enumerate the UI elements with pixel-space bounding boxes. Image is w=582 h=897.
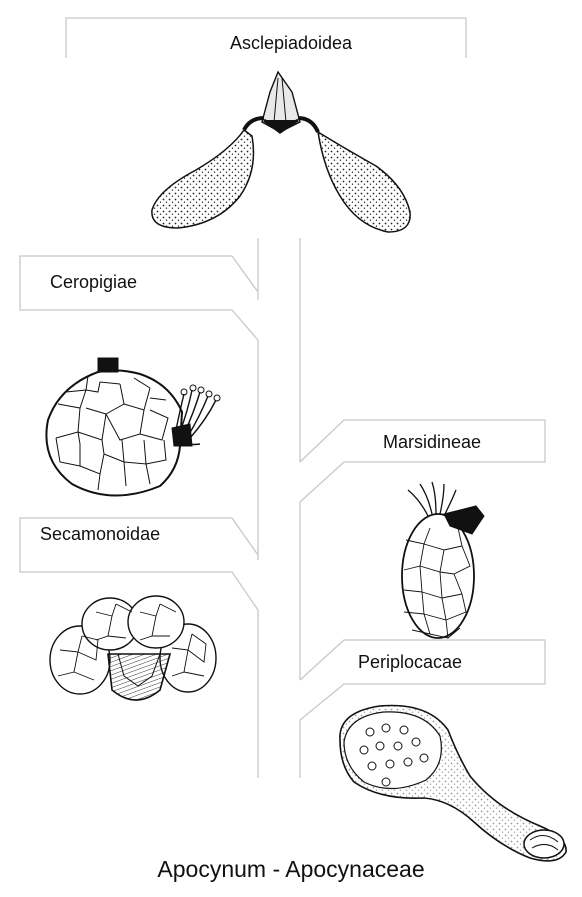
- secamonoidae-slant: [232, 518, 258, 555]
- secamonoidae-pollinia: [50, 596, 216, 700]
- asclepiadoidea-pollinarium: [152, 72, 410, 232]
- label-periplocacae: Periplocacae: [358, 652, 462, 673]
- label-secamonoidae: Secamonoidae: [40, 524, 160, 545]
- ceropigiae-box: [20, 256, 258, 340]
- label-ceropigiae: Ceropigiae: [50, 272, 137, 293]
- label-asclepiadoidea: Asclepiadoidea: [0, 33, 582, 54]
- periplocacae-pollinium: [340, 706, 566, 861]
- diagram-footer-caption: Apocynum - Apocynaceae: [0, 856, 582, 883]
- marsidineae-pollinium: [402, 482, 484, 638]
- ceropigiae-pollinium: [46, 358, 220, 496]
- label-marsidineae: Marsidineae: [383, 432, 481, 453]
- ceropigiae-right-slant: [232, 256, 258, 292]
